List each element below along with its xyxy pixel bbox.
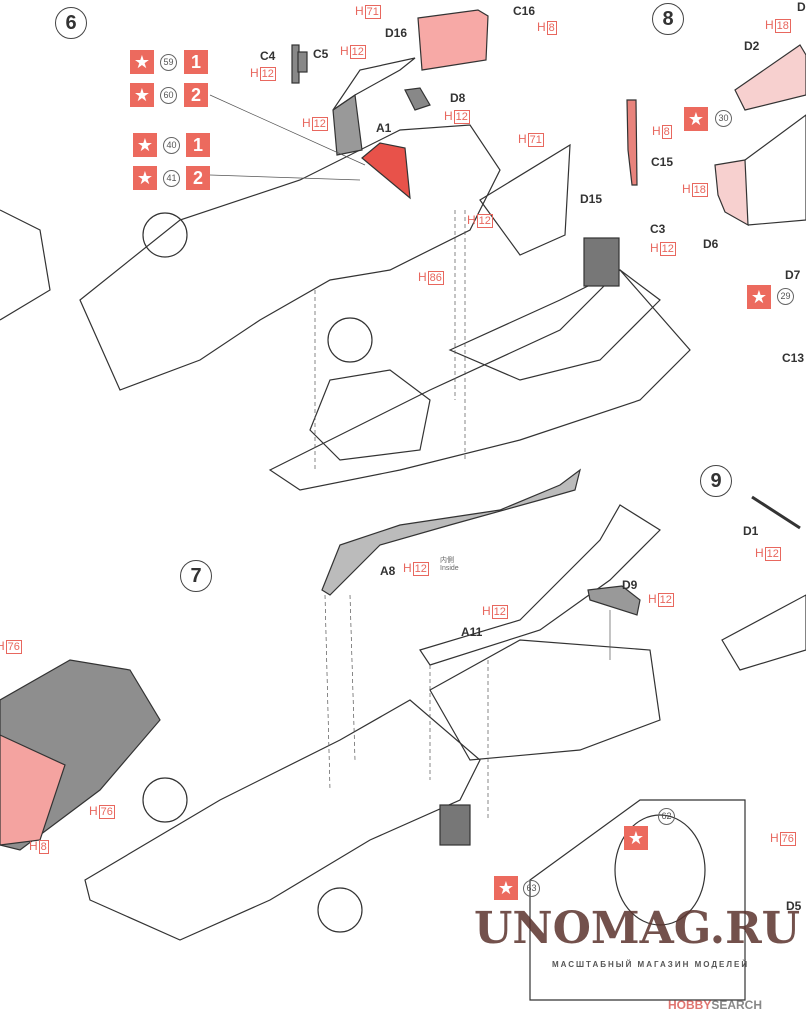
source-logo: HOBBYSEARCH <box>668 998 763 1012</box>
rear-wheel-hub-step7 <box>317 887 363 933</box>
star-icon: ★ <box>133 133 157 157</box>
sequence-2: 2 <box>186 166 210 190</box>
step-8-badge: 8 <box>652 3 684 35</box>
part-label: C16 <box>513 4 536 18</box>
car-floor-step7 <box>429 639 661 761</box>
decal-number: 40 <box>163 137 180 154</box>
part-d9 <box>587 585 641 616</box>
part-label: C4 <box>260 49 276 63</box>
step-6-badge: 6 <box>55 7 87 39</box>
decal-number: 62 <box>658 808 675 825</box>
decal-number: 60 <box>160 87 177 104</box>
detail-inset-frame <box>529 799 746 1001</box>
part-label: C15 <box>651 155 674 169</box>
diffuser-pink <box>0 734 66 846</box>
left-edge-part <box>0 209 51 321</box>
star-icon: ★ <box>130 83 154 107</box>
part-label: D9 <box>622 578 638 592</box>
star-icon: ★ <box>624 826 648 850</box>
engine-cover <box>744 114 806 226</box>
car-floor-step6 <box>268 269 691 491</box>
sequence-1: 1 <box>186 133 210 157</box>
part-label: A8 <box>380 564 396 578</box>
decal-number: 63 <box>523 880 540 897</box>
star-icon: ★ <box>130 50 154 74</box>
part-label: D <box>797 0 806 14</box>
part-label: D7 <box>785 268 801 282</box>
star-icon: ★ <box>747 285 771 309</box>
part-label: D5 <box>786 899 802 913</box>
star-icon: ★ <box>133 166 157 190</box>
part-label: C5 <box>313 47 329 61</box>
part-label: D1 <box>743 524 759 538</box>
part-c5 <box>297 51 308 73</box>
part-label: D15 <box>580 192 603 206</box>
part-c16-panel <box>417 9 489 71</box>
part-c3 <box>583 237 620 287</box>
part-label: A11 <box>461 625 483 639</box>
part-a8 <box>321 468 581 596</box>
step-9-badge: 9 <box>700 465 732 497</box>
star-icon: ★ <box>494 876 518 900</box>
part-d16 <box>332 57 416 111</box>
part-label: D8 <box>450 91 466 105</box>
car-body-step7 <box>84 699 481 941</box>
part-a11 <box>419 504 661 666</box>
decal-number: 41 <box>163 170 180 187</box>
leader-lines <box>209 94 611 820</box>
seat <box>309 369 431 461</box>
part-c15 <box>626 99 638 186</box>
front-wheel-hub <box>142 212 188 258</box>
front-wheel-hub-step7 <box>142 777 188 823</box>
part-label: C3 <box>650 222 666 236</box>
part-label: D16 <box>385 26 408 40</box>
part-d6 <box>714 159 749 227</box>
part-label: D2 <box>744 39 760 53</box>
decal-number: 30 <box>715 110 732 127</box>
decal-number: 59 <box>160 54 177 71</box>
star-icon: ★ <box>684 107 708 131</box>
engine-block <box>721 594 806 671</box>
watermark-title: UNOMAG.RU <box>474 903 801 954</box>
part-d15 <box>479 143 571 256</box>
car-body-step6 <box>79 124 501 391</box>
radiator-step7 <box>439 804 471 846</box>
watermark-subtitle: МАСШТАБНЫЙ МАГАЗИН МОДЕЛЕЙ <box>552 960 750 969</box>
part-a1-red <box>361 142 411 200</box>
part-d1-rod <box>751 495 801 530</box>
part-label: C13 <box>782 351 805 365</box>
decal-number: 29 <box>777 288 794 305</box>
part-d2 <box>734 44 806 111</box>
step-7-badge: 7 <box>180 560 212 592</box>
rear-wheel-hub <box>327 317 373 363</box>
sidepod-step6 <box>448 269 661 381</box>
part-d8 <box>404 87 431 111</box>
part-label: D6 <box>703 237 719 251</box>
part-label: A1 <box>376 121 392 135</box>
sequence-2: 2 <box>184 83 208 107</box>
sequence-1: 1 <box>184 50 208 74</box>
